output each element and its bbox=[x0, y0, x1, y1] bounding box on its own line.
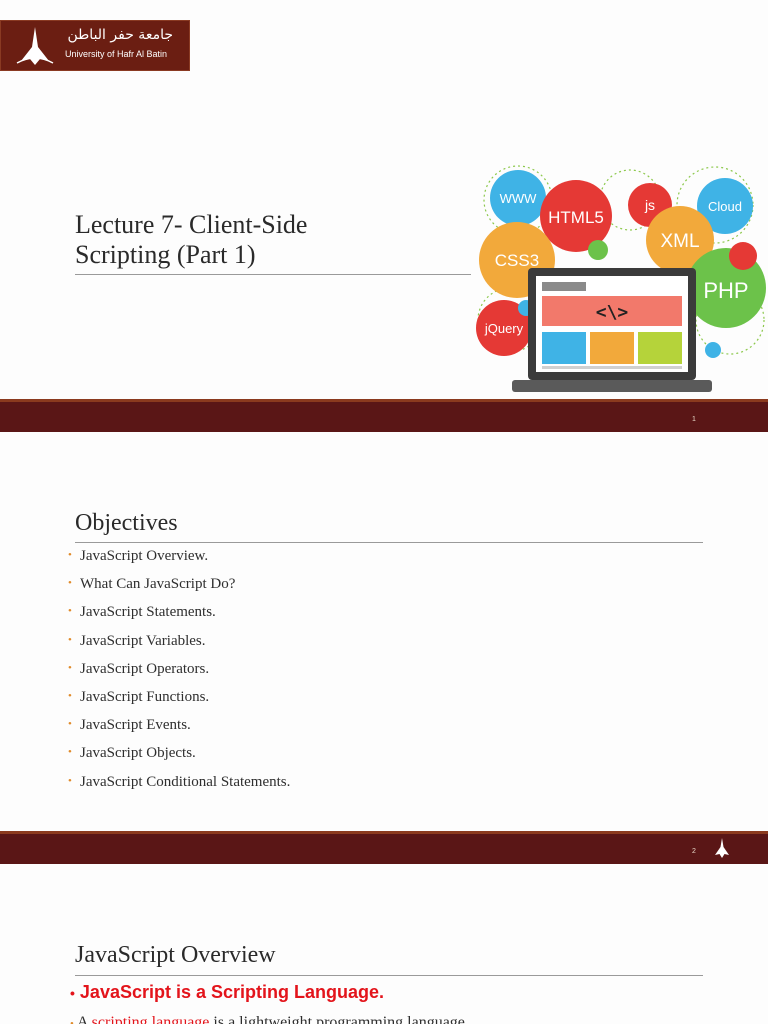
bubble-www-label: WWW bbox=[500, 191, 538, 206]
tower-logo-icon bbox=[16, 27, 54, 65]
definition-line: • A scripting language is a lightweight … bbox=[70, 1014, 469, 1024]
logo-english-text: University of Hafr Al Batin bbox=[65, 49, 168, 59]
bubble-jquery bbox=[476, 300, 532, 356]
logo-arabic-text: جامعة حفر الباطن bbox=[67, 27, 174, 43]
bubble-jquery-label: jQuery bbox=[484, 321, 524, 336]
bubble-xml bbox=[646, 206, 714, 274]
title-divider bbox=[75, 274, 471, 275]
laptop-icon: <\> bbox=[512, 268, 712, 392]
bubble-php-label: PHP bbox=[703, 278, 748, 303]
page-number: 1 bbox=[692, 416, 696, 423]
scripting-language-link[interactable]: scripting language bbox=[91, 1014, 210, 1024]
objectives-heading: Objectives bbox=[75, 510, 178, 536]
bubble-html5-label: HTML5 bbox=[548, 208, 604, 227]
list-item: •JavaScript Variables. bbox=[68, 632, 206, 649]
list-item: •JavaScript Overview. bbox=[68, 548, 209, 564]
list-item: •JavaScript Events. bbox=[68, 717, 191, 734]
title-line-2: Scripting (Part 1) bbox=[75, 240, 256, 269]
objectives-list: •JavaScript Overview. •What Can JavaScri… bbox=[68, 548, 290, 802]
heading-divider bbox=[75, 975, 703, 976]
slide-2: Objectives •JavaScript Overview. •What C… bbox=[0, 432, 768, 864]
list-item: •JavaScript Statements. bbox=[68, 604, 216, 621]
tower-logo-icon bbox=[715, 838, 729, 858]
bubble-xml-label: XML bbox=[660, 231, 699, 252]
bubble-cloud-label: Cloud bbox=[708, 199, 742, 214]
bubble-html5 bbox=[540, 180, 612, 252]
title-line-1: Lecture 7- Client-Side bbox=[75, 210, 308, 239]
list-item: •JavaScript Conditional Statements. bbox=[68, 773, 291, 790]
list-item: •What Can JavaScript Do? bbox=[68, 576, 236, 593]
slide-3: JavaScript Overview • JavaScript is a Sc… bbox=[0, 864, 768, 1024]
slide-title: Lecture 7- Client-Side Scripting (Part 1… bbox=[75, 210, 307, 270]
slide-1: جامعة حفر الباطن University of Hafr Al B… bbox=[0, 0, 768, 432]
bubble-js-label: JS bbox=[644, 197, 655, 213]
bubble-css3-label: CSS3 bbox=[495, 251, 539, 270]
overview-heading: JavaScript Overview bbox=[75, 942, 276, 968]
list-item: •JavaScript Objects. bbox=[68, 745, 196, 762]
list-item: •JavaScript Operators. bbox=[68, 660, 210, 677]
list-item: •JavaScript Functions. bbox=[68, 688, 210, 705]
slide-footer: 2 bbox=[0, 831, 768, 864]
heading-divider bbox=[75, 542, 703, 543]
bubble-www bbox=[490, 170, 546, 226]
code-glyph: <\> bbox=[596, 302, 629, 323]
bubble-cloud bbox=[697, 178, 753, 234]
university-logo: جامعة حفر الباطن University of Hafr Al B… bbox=[0, 20, 190, 71]
slide-footer: 1 bbox=[0, 399, 768, 432]
scripting-language-bullet: • JavaScript is a Scripting Language. bbox=[70, 982, 385, 1002]
page-number: 2 bbox=[692, 848, 696, 855]
web-technologies-illustration: WWW HTML5 JS Cloud CSS3 XML PHP jQuery <… bbox=[476, 165, 766, 392]
